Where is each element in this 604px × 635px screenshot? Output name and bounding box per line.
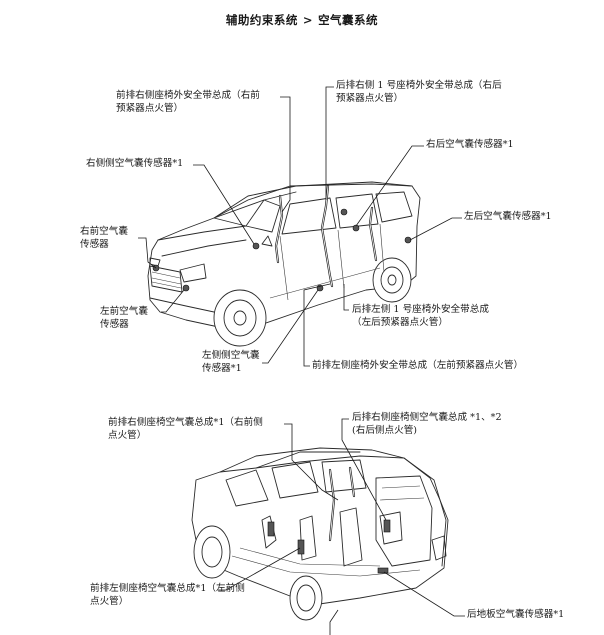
label-left-front-sensor-line2: 传感器 (100, 319, 148, 332)
rear-right-belt-part (341, 209, 347, 215)
label-right-side-airbag-sensor: 右侧侧空气囊传感器*1 (86, 158, 183, 171)
label-rear-left-belt: 后排左侧 1 号座椅外安全带总成 （左后预紧器点火管） (352, 304, 489, 329)
label-front-right-belt: 前排右侧座椅外安全带总成（右前 预紧器点火管） (116, 90, 260, 115)
label-rear-right-belt: 后排右侧 1 号座椅外安全带总成（右后 预紧器点火管） (336, 80, 502, 105)
label-right-front-sensor-line1: 右前空气囊 (80, 226, 128, 239)
label-rear-floor-airbag-sensor: 后地板空气囊传感器*1 (467, 609, 564, 622)
front-left-seat-airbag-part (298, 540, 304, 554)
label-rear-right-seat-airbag-line1: 后排右侧座椅侧空气囊总成 *1、*2 (352, 412, 502, 425)
label-front-right-seat-airbag-line2: 点火管） (108, 430, 263, 443)
front-right-seat-airbag-part (268, 522, 274, 536)
label-front-right-belt-line1: 前排右侧座椅外安全带总成（右前 (116, 90, 260, 103)
label-left-front-airbag-sensor: 左前空气囊 传感器 (100, 306, 148, 331)
label-front-right-seat-airbag: 前排右侧座椅空气囊总成*1（右前侧 点火管） (108, 417, 263, 442)
label-right-front-sensor-line2: 传感器 (80, 239, 128, 252)
label-rear-left-belt-line2: （左后预紧器点火管） (352, 317, 489, 330)
label-front-left-seat-airbag: 前排左侧座椅空气囊总成*1（左前侧 点火管） (90, 583, 245, 608)
label-left-side-sensor-line2: 传感器*1 (202, 363, 260, 376)
label-rear-right-seat-airbag-line2: (右后侧点火管) (352, 425, 502, 438)
label-rear-right-belt-line2: 预紧器点火管） (336, 93, 502, 106)
label-right-front-airbag-sensor: 右前空气囊 传感器 (80, 226, 128, 251)
label-rear-right-belt-line1: 后排右侧 1 号座椅外安全带总成（右后 (336, 80, 502, 93)
label-front-right-belt-line2: 预紧器点火管） (116, 103, 260, 116)
label-left-front-sensor-line1: 左前空气囊 (100, 306, 148, 319)
label-left-side-airbag-sensor: 左侧侧空气囊 传感器*1 (202, 350, 260, 375)
label-left-rear-airbag-sensor: 左后空气囊传感器*1 (464, 211, 552, 224)
rear-floor-sensor-part (378, 568, 388, 573)
label-front-right-seat-airbag-line1: 前排右侧座椅空气囊总成*1（右前侧 (108, 417, 263, 430)
label-front-left-seat-airbag-line2: 点火管） (90, 596, 245, 609)
label-rear-right-seat-airbag: 后排右侧座椅侧空气囊总成 *1、*2 (右后侧点火管) (352, 412, 502, 437)
label-rear-left-belt-line1: 后排左侧 1 号座椅外安全带总成 (352, 304, 489, 317)
label-front-left-seat-airbag-line1: 前排左侧座椅空气囊总成*1（左前侧 (90, 583, 245, 596)
rear-right-seat-airbag-part (384, 520, 390, 532)
label-left-side-sensor-line1: 左侧侧空气囊 (202, 350, 260, 363)
label-right-rear-airbag-sensor: 右后空气囊传感器*1 (426, 139, 514, 152)
label-front-left-belt: 前排左侧座椅外安全带总成（左前预紧器点火管） (312, 360, 523, 373)
